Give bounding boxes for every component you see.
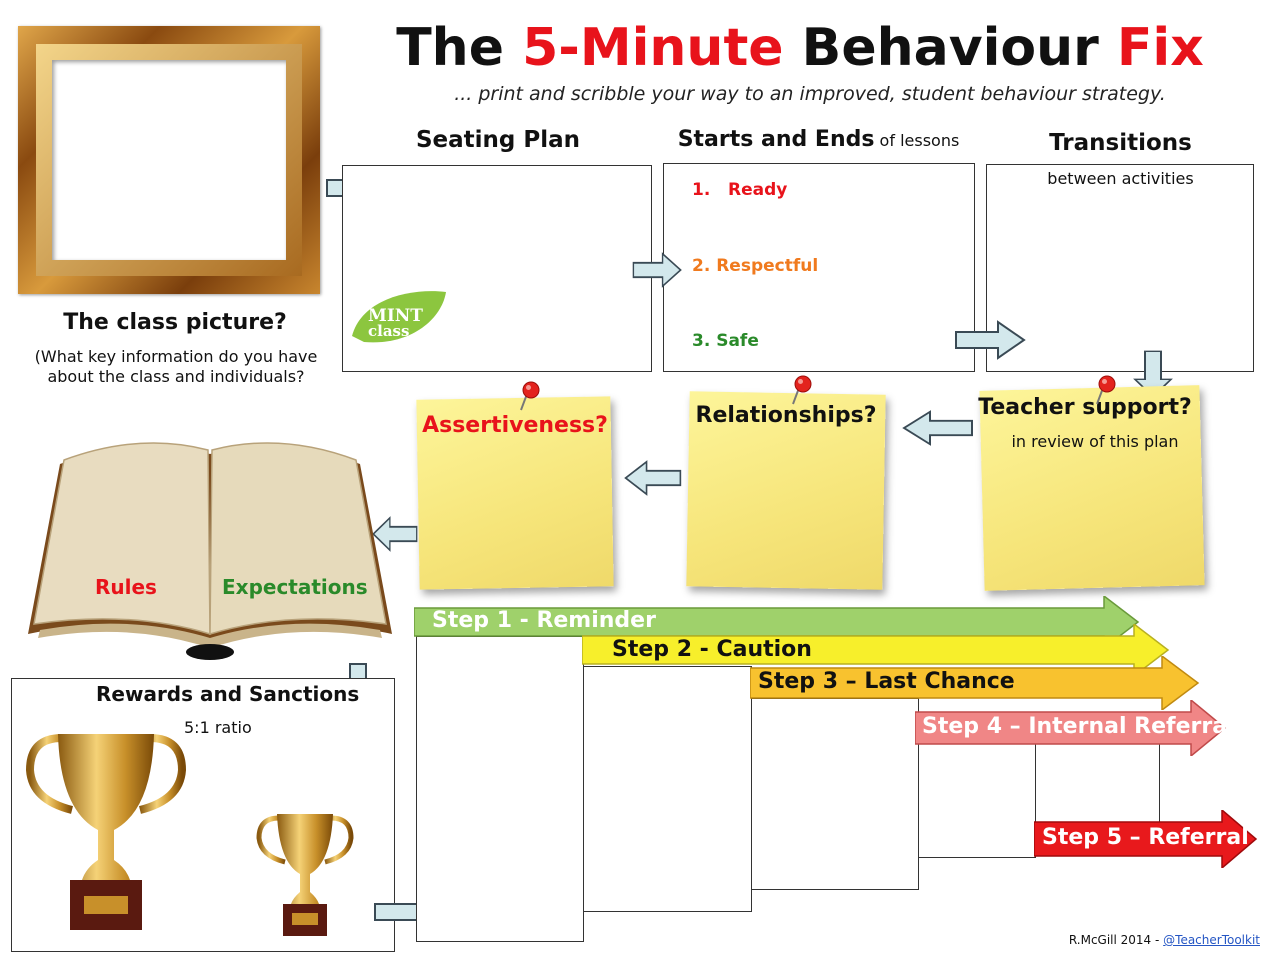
seating-plan-title: Seating Plan	[415, 127, 581, 153]
step-5-label: Step 5 – Referral	[1042, 825, 1249, 850]
transitions-subtitle: between activities	[1047, 169, 1194, 188]
class-picture-question: (What key information do you have about …	[34, 347, 318, 386]
step-3-arrow	[750, 656, 1200, 710]
step-5-arrow	[1034, 810, 1258, 868]
step-1-arrow	[414, 596, 1140, 648]
step-3-label: Step 3 – Last Chance	[758, 669, 1015, 694]
mint-class-logo: MINT class	[342, 288, 452, 348]
step-4-label: Step 4 – Internal Referral	[922, 714, 1235, 739]
class-picture-title: The class picture?	[63, 310, 287, 335]
step-3-box[interactable]	[751, 698, 919, 890]
pushpin-icon	[788, 374, 814, 406]
transitions-title: Transitions	[1049, 130, 1192, 156]
item-respectful: 2. Respectful	[692, 256, 819, 276]
book-rules-label: Rules	[95, 575, 157, 599]
relationships-label: Relationships?	[695, 403, 877, 428]
item-ready: 1. Ready	[692, 180, 788, 200]
pushpin-icon	[1092, 374, 1118, 406]
assertiveness-label: Assertiveness?	[422, 413, 608, 438]
credit-author: R.McGill 2014 -	[1068, 933, 1164, 947]
open-book-icon	[28, 442, 392, 660]
step-4-box[interactable]	[918, 742, 1036, 858]
large-trophy-icon	[25, 734, 187, 930]
arrow-right-icon	[954, 320, 1026, 360]
step-2-arrow	[582, 624, 1170, 676]
arrow-left-icon	[624, 460, 682, 496]
rewards-title: Rewards and Sanctions	[96, 682, 360, 706]
starts-ends-title: Starts and Ends of lessons	[677, 127, 960, 152]
rewards-ratio: 5:1 ratio	[184, 718, 252, 737]
step-4-arrow	[915, 700, 1227, 756]
step-2-box[interactable]	[583, 666, 752, 912]
logo-mint: MINT	[368, 306, 423, 326]
page-title: The 5-Minute Behaviour Fix	[396, 18, 1204, 78]
step-1-box[interactable]	[416, 636, 584, 942]
transitions-box[interactable]	[986, 164, 1254, 372]
teacher-support-sub: in review of this plan	[1011, 432, 1179, 451]
credit-handle-link[interactable]: @TeacherToolkit	[1163, 933, 1260, 947]
step-1-label: Step 1 - Reminder	[432, 608, 656, 633]
teacher-support-label: Teacher support?	[978, 395, 1192, 420]
step-2-label: Step 2 - Caution	[612, 637, 812, 662]
page-subtitle: ... print and scribble your way to an im…	[454, 83, 1166, 105]
picture-frame	[18, 26, 320, 294]
book-expectations-label: Expectations	[222, 575, 368, 599]
logo-class: class	[368, 322, 410, 340]
small-trophy-icon	[256, 814, 354, 936]
credit-line: R.McGill 2014 - @TeacherToolkit	[1069, 933, 1260, 947]
pushpin-icon	[516, 380, 542, 412]
arrow-left-icon	[902, 410, 974, 446]
arrow-right-icon	[632, 252, 682, 288]
item-safe: 3. Safe	[692, 331, 759, 351]
